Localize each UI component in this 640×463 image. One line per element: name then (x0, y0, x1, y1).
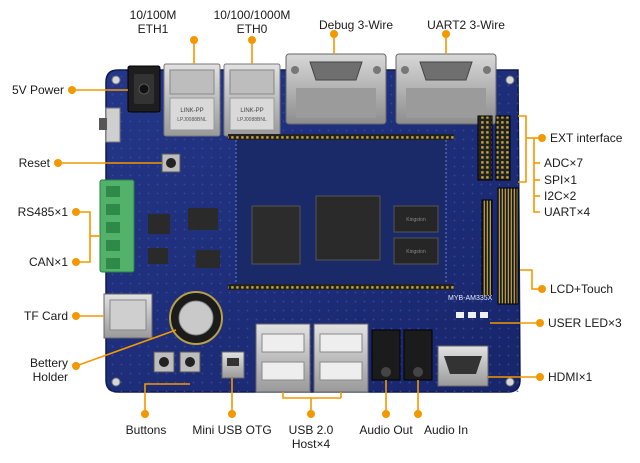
eth0-connector: LINK-PP LPJ0088BNL (223, 63, 281, 137)
i2c-label: I2C×2 (544, 189, 577, 203)
eth1-code-text: LPJ0088BNL (177, 117, 207, 123)
userled-label: USER LED×3 (548, 316, 622, 330)
audio-out-jack (371, 329, 401, 381)
power-jack (127, 65, 161, 113)
ext-label: EXT interface (550, 131, 623, 145)
ext-headers (477, 115, 511, 181)
uart2-label: UART2 3-Wire (427, 18, 505, 32)
mini-usb-connector (221, 351, 245, 379)
lcd-touch-connector (481, 187, 519, 305)
board-model-text: MYB-AM335X (448, 295, 493, 302)
core-module: Kingston Kingston (228, 134, 454, 290)
kingston-text-1: Kingston (406, 217, 426, 223)
uart2-dsub-connector (395, 53, 497, 125)
usb-host-connector-left (255, 323, 311, 393)
kingston-text-2: Kingston (406, 249, 426, 255)
reset-button (161, 153, 181, 173)
eth0-code-text: LPJ0088BNL (237, 117, 267, 123)
eth1-connector: LINK-PP LPJ0088BNL (163, 63, 221, 137)
buttons-label: Buttons (125, 423, 167, 437)
rs485-label: RS485×1 (17, 205, 68, 219)
user-leds (456, 312, 488, 318)
debug-label: Debug 3-Wire (318, 18, 394, 32)
eth0-brand-text: LINK-PP (240, 108, 263, 114)
audio-in-jack (403, 329, 433, 381)
callout-dots (54, 30, 546, 418)
audio-in-label: Audio In (423, 423, 469, 437)
power-switch (99, 107, 121, 143)
uart-label: UART×4 (544, 205, 591, 219)
debug-dsub-connector (285, 53, 387, 125)
rs485-can-terminal-block (99, 179, 135, 273)
power-label: 5V Power (11, 83, 64, 97)
usb-host-connector-right (313, 323, 369, 393)
hdmi-connector (437, 345, 489, 387)
tf-label: TF Card (23, 309, 68, 323)
hdmi-label: HDMI×1 (548, 370, 593, 384)
lcd-label: LCD+Touch (550, 282, 614, 296)
miniusb-label: Mini USB OTG (192, 423, 272, 437)
spi-label: SPI×1 (544, 173, 578, 187)
audio-out-label: Audio Out (359, 423, 413, 437)
tf-card-slot (103, 293, 153, 339)
reset-label: Reset (18, 156, 50, 170)
misc-ics (148, 208, 220, 268)
eth1-brand-text: LINK-PP (180, 108, 203, 114)
user-buttons (153, 351, 201, 373)
adc-label: ADC×7 (544, 156, 584, 170)
can-label: CAN×1 (28, 255, 68, 269)
battery-holder (169, 291, 223, 345)
